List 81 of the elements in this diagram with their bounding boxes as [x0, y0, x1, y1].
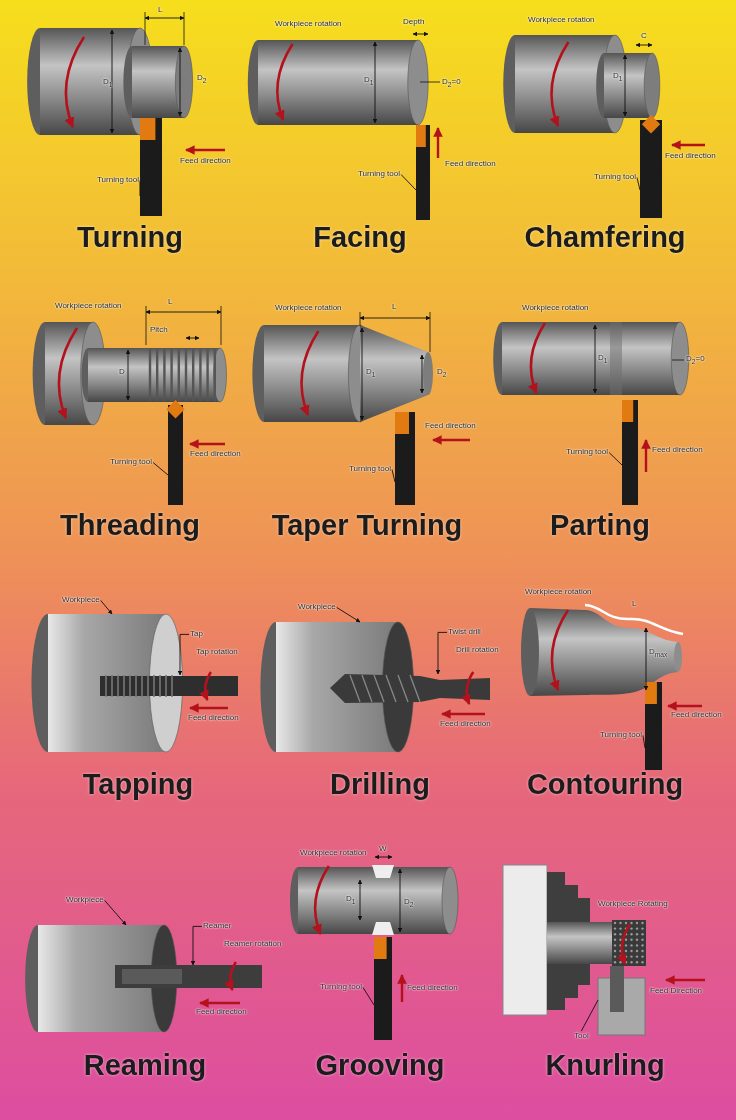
part-label: D$_{2}$=0: [442, 78, 461, 88]
part-label: Workpiece: [62, 596, 100, 605]
part-label: Turning tool: [97, 176, 139, 185]
part-label: Turning tool: [566, 448, 608, 457]
part-label: D$_{1}$: [366, 368, 376, 378]
part-label: Feed direction: [445, 160, 496, 169]
operation-title: Threading: [59, 510, 201, 542]
operation-title: Knurling: [545, 1050, 665, 1082]
reamer-drawing: [115, 965, 262, 988]
workpiece-cylinder: [25, 924, 178, 1033]
part-label: Turning tool: [349, 465, 391, 474]
part-label: Workpiece: [66, 896, 104, 905]
part-label: D$_{2}$: [197, 74, 207, 84]
operation-title: Turning: [77, 222, 183, 254]
part-label: Workpiece rotation: [525, 588, 592, 597]
part-label: Tap: [190, 630, 203, 639]
leader-line: [152, 461, 169, 476]
part-label: Pitch: [150, 326, 168, 335]
part-label: L: [158, 6, 163, 15]
leader-line: [400, 173, 417, 191]
part-label: Workpiece rotation: [300, 849, 367, 858]
part-label: D$_{1}$: [364, 76, 374, 86]
tap-drawing: [100, 674, 238, 698]
part-label: C: [641, 32, 647, 41]
part-label: Turning tool: [320, 983, 362, 992]
operation-title: Reaming: [83, 1050, 207, 1082]
operation-title: Taper Turning: [271, 510, 463, 542]
part-label: D$_{1}$: [598, 354, 608, 364]
operation-title: Facing: [313, 222, 407, 254]
part-label: Twist drill: [448, 628, 481, 637]
part-label: Drill rotation: [456, 646, 499, 655]
part-label: Reamer rotation: [224, 940, 282, 949]
part-label: Feed direction: [425, 422, 476, 431]
part-label: Feed direction: [196, 1008, 247, 1017]
operation-title: Drilling: [330, 769, 430, 801]
operation-title: Tapping: [82, 769, 194, 801]
part-label: Workpiece rotation: [275, 20, 342, 29]
part-label: Feed direction: [665, 152, 716, 161]
part-label: Turning tool: [594, 173, 636, 182]
part-label: Feed direction: [671, 711, 722, 720]
part-label: D: [119, 368, 125, 377]
twist-drill-drawing: [330, 674, 490, 703]
part-label: D$_{2}$: [404, 898, 414, 908]
part-label: D$_{2}$=0: [686, 355, 705, 365]
part-label: D$_{max}$: [649, 648, 668, 658]
part-label: Turning tool: [600, 731, 642, 740]
leader-line: [362, 986, 375, 1006]
part-label: Workpiece Rotating: [598, 900, 668, 909]
part-label: Feed direction: [652, 446, 703, 455]
part-label: Feed Direction: [650, 987, 703, 996]
part-label: D$_{1}$: [103, 78, 113, 88]
leader-line: [580, 999, 599, 1032]
part-label: D$_{1}$: [346, 895, 356, 905]
part-label: Workpiece rotation: [528, 16, 595, 25]
part-label: Feed direction: [188, 714, 239, 723]
part-label: L: [168, 298, 173, 307]
part-label: Turning tool: [110, 458, 152, 467]
part-label: L: [632, 600, 637, 609]
operation-title: Chamfering: [524, 222, 686, 254]
part-label: L: [392, 303, 397, 312]
part-label: Tool: [574, 1032, 589, 1041]
part-label: W: [379, 845, 387, 854]
part-label: Feed direction: [180, 157, 231, 166]
part-label: Feed direction: [190, 450, 241, 459]
part-label: Workpiece: [298, 603, 336, 612]
part-label: Depth: [403, 18, 425, 27]
part-label: Workpiece rotation: [522, 304, 589, 313]
part-label: Tap rotation: [196, 648, 238, 657]
operation-title: Parting: [550, 510, 650, 542]
operation-title: Contouring: [526, 769, 684, 801]
part-label: Turning tool: [358, 170, 400, 179]
part-label: D$_{1}$: [613, 72, 623, 82]
workpiece-cylinder: [31, 613, 183, 753]
part-label: Workpiece rotation: [275, 304, 342, 313]
part-label: Feed direction: [440, 720, 491, 729]
part-label: Feed direction: [407, 984, 458, 993]
leader-line: [608, 451, 623, 466]
part-label: D$_{2}$: [437, 368, 447, 378]
part-label: Workpiece rotation: [55, 302, 122, 311]
operation-title: Grooving: [315, 1050, 445, 1082]
part-label: Reamer: [203, 922, 232, 931]
